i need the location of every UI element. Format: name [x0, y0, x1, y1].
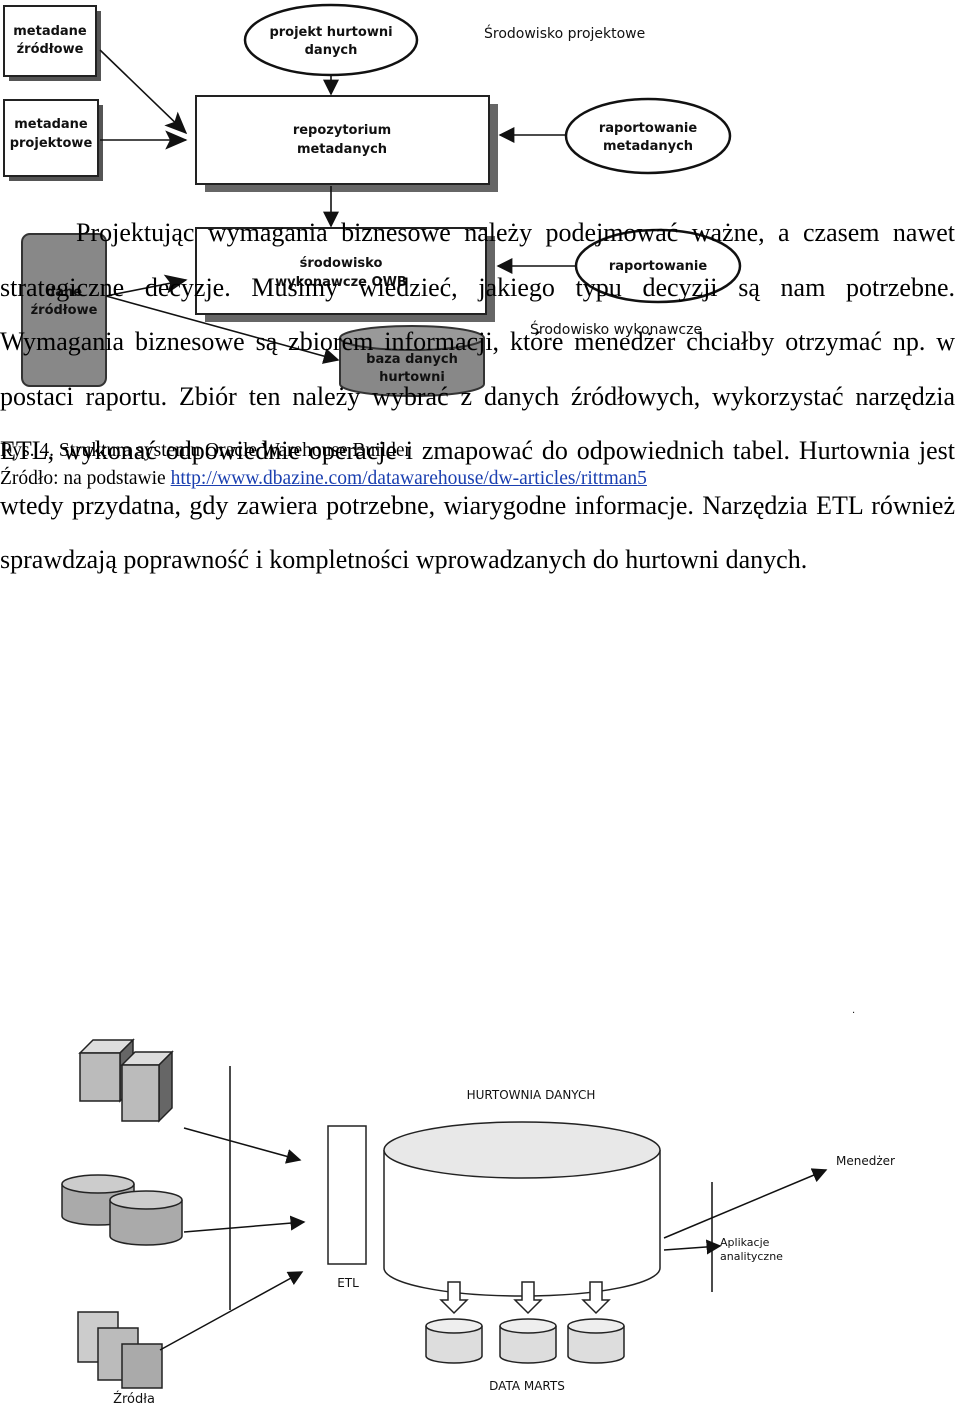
dane-zrodlowe-box: dane źródłowe	[21, 233, 107, 387]
baza-danych-l1: baza danych	[366, 352, 458, 367]
projekt-hurtowni-ellipse: projekt hurtowni danych	[243, 3, 419, 77]
metadane-projektowe-l2: projektowe	[10, 136, 93, 151]
diagram1-arrows	[99, 49, 576, 364]
repozytorium-box: repozytorium metadanych	[195, 95, 498, 192]
srodowisko-owb-l2: wykonawcze OWB	[275, 275, 407, 290]
metadane-zrodlowe-l1: metadane	[13, 24, 87, 39]
etl-label: ETL	[337, 1276, 359, 1290]
menedzer-label: Menedżer	[836, 1154, 895, 1168]
figure-source: Źródło: na podstawie http://www.dbazine.…	[0, 468, 647, 490]
source-link[interactable]: http://www.dbazine.com/datawarehouse/dw-…	[170, 468, 647, 489]
repozytorium-l2: metadanych	[297, 142, 387, 157]
raportowanie-ellipse: raportowanie	[574, 228, 742, 304]
metadane-projektowe-l1: metadane	[14, 117, 88, 132]
metadane-projektowe-box: metadane projektowe	[3, 99, 103, 181]
metadane-zrodlowe-l2: źródłowe	[17, 42, 84, 57]
zrodla-label: Źródła	[113, 1391, 155, 1407]
srodowisko-wykonawcze-owb-box: środowisko wykonawcze OWB	[195, 227, 495, 322]
data-marts-cylinders	[425, 1318, 625, 1364]
metadane-zrodlowe-box: metadane źródłowe	[3, 5, 101, 81]
body-text: Projektując wymagania biznesowe należy p…	[0, 206, 955, 588]
raportowanie-metadanych-l2: metadanych	[603, 139, 693, 154]
srodowisko-owb-l1: środowisko	[300, 256, 383, 271]
raportowanie-metadanych-ellipse: raportowanie metadanych	[564, 97, 732, 175]
raportowanie-label: raportowanie	[609, 259, 707, 274]
etl-arrows	[159, 1127, 306, 1351]
data-marts-arrows	[439, 1281, 611, 1315]
aplikacje-l2: analityczne	[720, 1250, 783, 1263]
data-marts-label: DATA MARTS	[489, 1379, 565, 1393]
paragraph: Projektując wymagania biznesowe należy p…	[0, 218, 955, 574]
repozytorium-l1: repozytorium	[293, 123, 391, 138]
hurtownia-danych-cylinder	[383, 1121, 661, 1297]
figure-caption: Rys. 4. Struktura systemu Oracle Warehou…	[0, 440, 412, 461]
stray-mark: ·	[852, 1010, 855, 1019]
projekt-hurtowni-l2: danych	[305, 43, 358, 58]
raportowanie-metadanych-l1: raportowanie	[599, 121, 697, 136]
srodowisko-projektowe-label: Środowisko projektowe	[484, 24, 645, 42]
aplikacje-l1: Aplikacje	[720, 1236, 770, 1249]
etl-box	[327, 1125, 367, 1265]
dane-zrodlowe-l2: źródłowe	[31, 303, 98, 318]
source-databases-icon	[61, 1174, 183, 1246]
output-arrows	[663, 1168, 828, 1255]
source-servers-icon	[78, 1038, 174, 1123]
projekt-hurtowni-l1: projekt hurtowni	[269, 25, 392, 40]
baza-danych-hurtowni-cylinder: baza danych hurtowni	[339, 325, 485, 397]
data-warehouse-diagram: Źródła ETL HURTOWNIA DANYCH DATA MARTS M…	[61, 1010, 895, 1407]
dane-zrodlowe-l1: dane	[46, 285, 82, 300]
hurtownia-danych-label: HURTOWNIA DANYCH	[467, 1088, 596, 1102]
owb-structure-diagram: metadane źródłowe metadane projektowe pr…	[3, 3, 742, 397]
source-prefix: Źródło: na podstawie	[0, 468, 171, 489]
baza-danych-l2: hurtowni	[379, 370, 445, 385]
source-files-icon	[77, 1311, 163, 1389]
srodowisko-wykonawcze-label: Środowisko wykonawcze	[530, 320, 702, 338]
